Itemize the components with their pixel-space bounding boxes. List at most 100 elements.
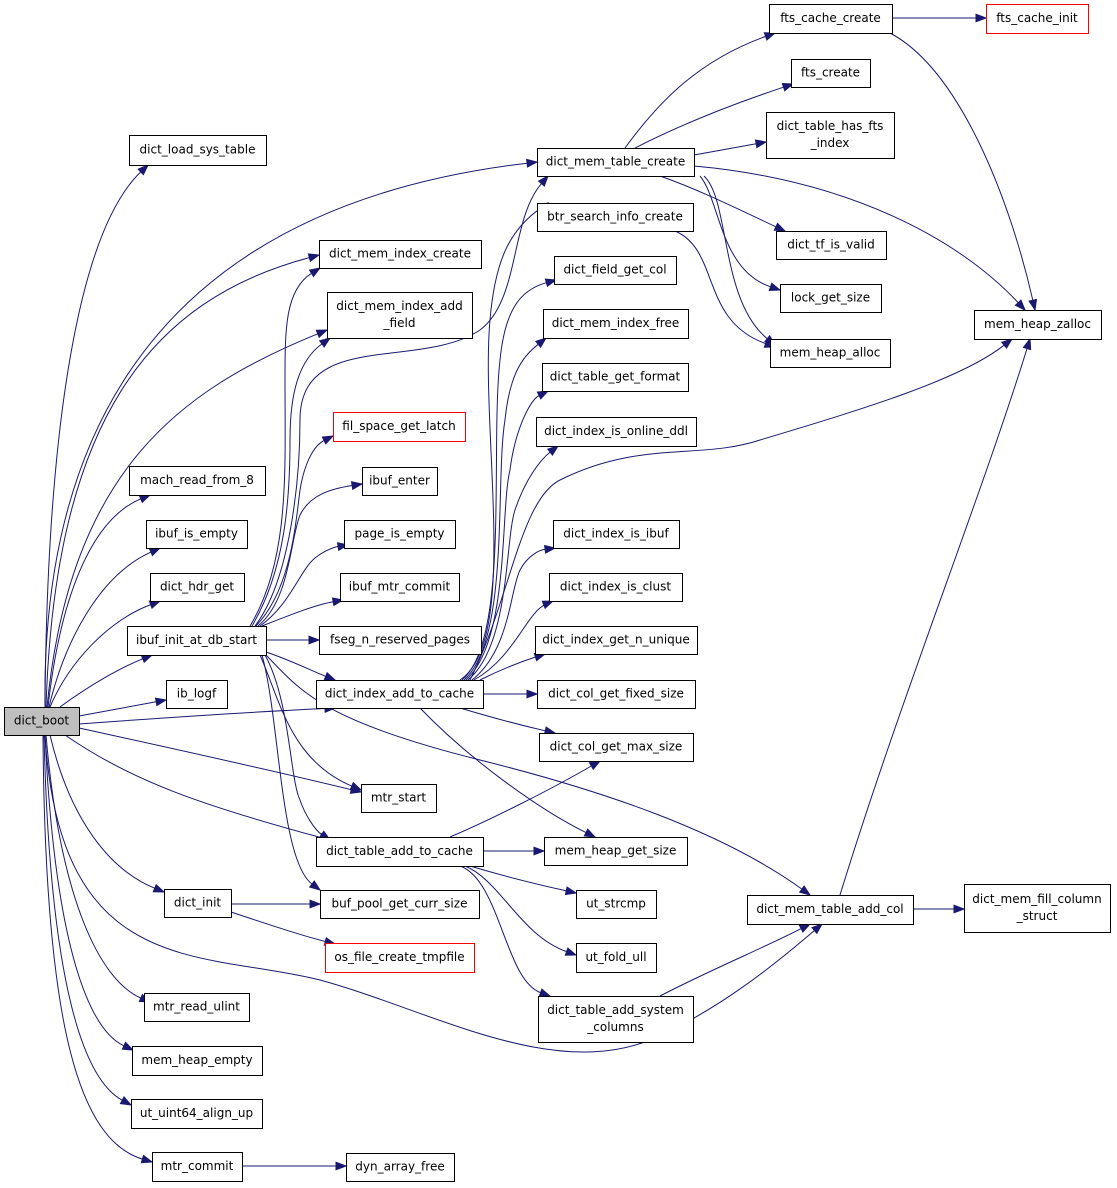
- node-label: dict_index_is_online_ddl: [544, 424, 688, 438]
- node-ibuf-mtr-commit[interactable]: ibuf_mtr_commit: [340, 573, 460, 602]
- node-label: fil_space_get_latch: [342, 419, 455, 433]
- edge-dict_index_add_to_cache-to-dict_index_is_ibuf: [471, 544, 557, 681]
- node-ib-logf[interactable]: ib_logf: [166, 680, 228, 709]
- edge-dict_mem_table_create-to-fts_cache_create: [624, 32, 777, 149]
- node-box: [554, 256, 677, 285]
- node-box: [340, 573, 460, 602]
- node-mtr-read-ulint[interactable]: mtr_read_ulint: [144, 993, 250, 1022]
- arrowhead-icon: [119, 1096, 133, 1106]
- node-box: [146, 520, 248, 549]
- node-dict-mem-table-add-col[interactable]: dict_mem_table_add_col: [747, 895, 914, 925]
- node-box: [780, 284, 882, 313]
- node-dict-mem-index-add-field[interactable]: dict_mem_index_add_field: [327, 292, 473, 339]
- node-label: ut_uint64_align_up: [140, 1106, 253, 1120]
- node-fseg-n-reserved-pages[interactable]: fseg_n_reserved_pages: [319, 626, 482, 655]
- node-dict-table-add-to-cache[interactable]: dict_table_add_to_cache: [316, 837, 484, 867]
- node-dict-tf-is-valid[interactable]: dict_tf_is_valid: [776, 231, 887, 260]
- edge-line: [264, 654, 322, 835]
- node-dict-index-add-to-cache[interactable]: dict_index_add_to_cache: [316, 680, 484, 709]
- arrowhead-icon: [543, 544, 557, 554]
- edge-line: [78, 701, 157, 717]
- edge-line: [43, 734, 123, 1101]
- node-fts-cache-create[interactable]: fts_cache_create: [769, 4, 893, 34]
- node-btr-search-info-create[interactable]: btr_search_info_create: [537, 203, 694, 232]
- node-fts-create[interactable]: fts_create: [791, 59, 871, 88]
- node-dict-field-get-col[interactable]: dict_field_get_col: [554, 256, 677, 285]
- node-dict-index-is-ibuf[interactable]: dict_index_is_ibuf: [553, 520, 680, 549]
- edge-dict_index_add_to_cache-to-btr_search_info_create: [459, 202, 550, 681]
- arrowhead-icon: [350, 481, 364, 491]
- node-lock-get-size[interactable]: lock_get_size: [780, 284, 882, 313]
- node-dict-init[interactable]: dict_init: [164, 889, 232, 918]
- node-box: [974, 310, 1102, 340]
- node-dict-table-get-format[interactable]: dict_table_get_format: [542, 363, 689, 392]
- node-box: [538, 996, 694, 1043]
- node-box: [964, 884, 1111, 933]
- node-box: [346, 1153, 455, 1182]
- node-ut-strcmp[interactable]: ut_strcmp: [576, 890, 657, 919]
- node-dict-index-is-clust[interactable]: dict_index_is_clust: [549, 573, 683, 602]
- node-dict-hdr-get[interactable]: dict_hdr_get: [150, 573, 245, 602]
- edge-line: [473, 603, 547, 681]
- edge-dict_boot-to-mem_heap_empty: [44, 734, 135, 1051]
- node-os-file-create-tmpfile[interactable]: os_file_create_tmpfile: [325, 943, 475, 973]
- arrowhead-icon: [1022, 337, 1032, 351]
- node-ibuf-enter[interactable]: ibuf_enter: [362, 467, 438, 496]
- node-dict-boot[interactable]: dict_boot: [4, 707, 80, 736]
- arrowhead-icon: [323, 671, 337, 681]
- node-dict-index-get-n-unique[interactable]: dict_index_get_n_unique: [535, 626, 698, 655]
- edge-line: [44, 162, 528, 708]
- node-dict-mem-index-create[interactable]: dict_mem_index_create: [319, 240, 482, 269]
- node-buf-pool-get-curr-size[interactable]: buf_pool_get_curr_size: [320, 890, 480, 919]
- node-mem-heap-alloc[interactable]: mem_heap_alloc: [770, 339, 891, 368]
- node-box: [747, 895, 914, 925]
- node-label: dict_mem_table_create: [546, 155, 686, 169]
- arrowhead-icon: [526, 158, 539, 168]
- edge-dict_mem_table_add_col-to-dict_mem_fill_column_struct: [913, 904, 966, 914]
- node-mtr-start[interactable]: mtr_start: [361, 784, 437, 813]
- arrowhead-icon: [798, 923, 812, 933]
- node-mem-heap-empty[interactable]: mem_heap_empty: [132, 1046, 263, 1076]
- node-mem-heap-get-size[interactable]: mem_heap_get_size: [544, 837, 688, 866]
- node-label: mtr_start: [371, 791, 427, 805]
- node-ut-uint64-align-up[interactable]: ut_uint64_align_up: [131, 1099, 263, 1129]
- node-page-is-empty[interactable]: page_is_empty: [344, 520, 456, 549]
- arrowhead-icon: [526, 689, 539, 699]
- edge-line: [44, 734, 125, 1047]
- node-label: dict_table_add_to_cache: [326, 844, 473, 858]
- node-dict-col-get-fixed-size[interactable]: dict_col_get_fixed_size: [537, 680, 696, 709]
- edge-ibuf_init_at_db_start-to-page_is_empty: [259, 542, 350, 627]
- edge-dict_table_add_to_cache-to-dict_table_add_system_columns: [459, 865, 552, 997]
- edge-line: [49, 604, 151, 708]
- node-dict-mem-fill-column-struct[interactable]: dict_mem_fill_column _struct: [964, 884, 1111, 933]
- node-label: _struct: [1016, 909, 1058, 923]
- node-dict-index-is-online-ddl[interactable]: dict_index_is_online_ddl: [536, 417, 697, 447]
- node-mem-heap-zalloc[interactable]: mem_heap_zalloc: [974, 310, 1102, 340]
- node-dict-table-add-system-columns[interactable]: dict_table_add_system_columns: [538, 996, 694, 1043]
- node-mtr-commit[interactable]: mtr_commit: [152, 1152, 243, 1182]
- node-dyn-array-free[interactable]: dyn_array_free: [346, 1153, 455, 1182]
- edge-line: [47, 498, 141, 708]
- node-box: [131, 1099, 263, 1129]
- node-dict-mem-index-free[interactable]: dict_mem_index_free: [543, 309, 689, 339]
- arrowhead-icon: [544, 278, 558, 288]
- edge-line: [464, 865, 567, 953]
- node-dict-col-get-max-size[interactable]: dict_col_get_max_size: [539, 733, 694, 762]
- edge-dict_init-to-os_file_create_tmpfile: [230, 911, 337, 946]
- arrowhead-icon: [534, 337, 548, 349]
- node-ibuf-is-empty[interactable]: ibuf_is_empty: [146, 520, 248, 549]
- node-dict-mem-table-create[interactable]: dict_mem_table_create: [537, 148, 695, 177]
- node-fts-cache-init[interactable]: fts_cache_init: [986, 4, 1089, 34]
- node-box: [132, 1046, 263, 1076]
- node-dict-load-sys-table[interactable]: dict_load_sys_table: [129, 135, 267, 166]
- node-box: [316, 680, 484, 709]
- node-box: [144, 993, 250, 1022]
- node-fil-space-get-latch[interactable]: fil_space_get_latch: [333, 412, 466, 442]
- node-dict-table-has-fts-index[interactable]: dict_table_has_fts_index: [766, 112, 895, 159]
- node-ut-fold-ull[interactable]: ut_fold_ull: [576, 943, 657, 973]
- node-ibuf-init-at-db-start[interactable]: ibuf_init_at_db_start: [127, 626, 267, 656]
- node-label: dict_mem_fill_column: [972, 892, 1101, 906]
- node-mach-read-from-8[interactable]: mach_read_from_8: [129, 466, 266, 496]
- node-label: ib_logf: [177, 687, 217, 701]
- arrowhead-icon: [321, 435, 335, 445]
